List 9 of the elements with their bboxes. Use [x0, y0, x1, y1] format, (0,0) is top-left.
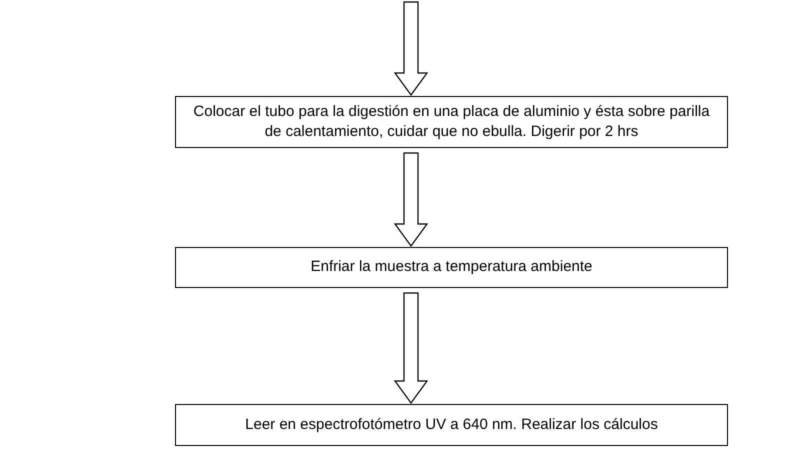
process-box	[175, 404, 728, 446]
hollow-arrow	[394, 152, 428, 248]
hollow-arrow	[394, 292, 428, 404]
process-box	[175, 247, 728, 288]
process-box	[175, 96, 728, 148]
step-text: Leer en espectrofotómetro UV a 640 nm. Realizar los cálculos	[245, 414, 658, 435]
step-text: Colocar el tubo para la digestión en una placa de aluminio y ésta sobre parilla de calentamiento, cuidar que no ebulla. Digerir por 2 hrs	[192, 102, 711, 142]
hollow-arrow	[394, 1, 428, 96]
step-text: Enfriar la muestra a temperatura ambiente	[310, 257, 592, 278]
